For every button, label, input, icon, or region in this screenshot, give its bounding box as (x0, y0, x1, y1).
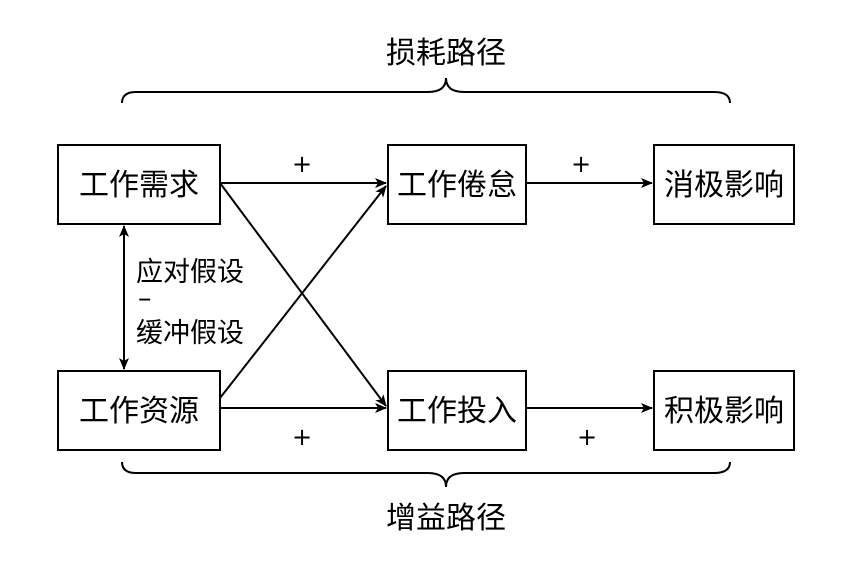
gain-path-label: 增益路径 (386, 501, 506, 536)
burnout-label: 工作倦怠 (397, 168, 517, 203)
gain-path-brace (121, 461, 731, 488)
sign-burnout-to-negative: + (571, 150, 591, 178)
coping-hypothesis-label: 应对假设 (136, 257, 244, 288)
negative-outcomes-label: 消极影响 (664, 168, 784, 203)
burnout-box (387, 144, 527, 225)
job-resources-box (57, 370, 221, 451)
engagement-label: 工作投入 (397, 394, 517, 429)
loss-path-label: 损耗路径 (386, 36, 506, 71)
job-resources-label: 工作资源 (79, 394, 199, 429)
job-demands-label: 工作需求 (79, 168, 199, 203)
engagement-box (387, 370, 527, 451)
arrow-resources-to-burnout (219, 185, 387, 399)
job-demands-box (57, 144, 221, 225)
buffer-hypothesis-label: 缓冲假设 (136, 318, 244, 349)
positive-outcomes-label: 积极影响 (664, 394, 784, 429)
positive-outcomes-box (653, 370, 795, 451)
negative-outcomes-box (653, 144, 795, 225)
arrow-demands-to-engagement (219, 182, 387, 407)
hypothesis-minus-sign: – (138, 283, 152, 314)
sign-resources-to-engagement: + (292, 423, 312, 451)
sign-demands-to-burnout: + (292, 150, 312, 178)
loss-path-brace (121, 77, 731, 104)
sign-engagement-to-positive: + (577, 423, 597, 451)
